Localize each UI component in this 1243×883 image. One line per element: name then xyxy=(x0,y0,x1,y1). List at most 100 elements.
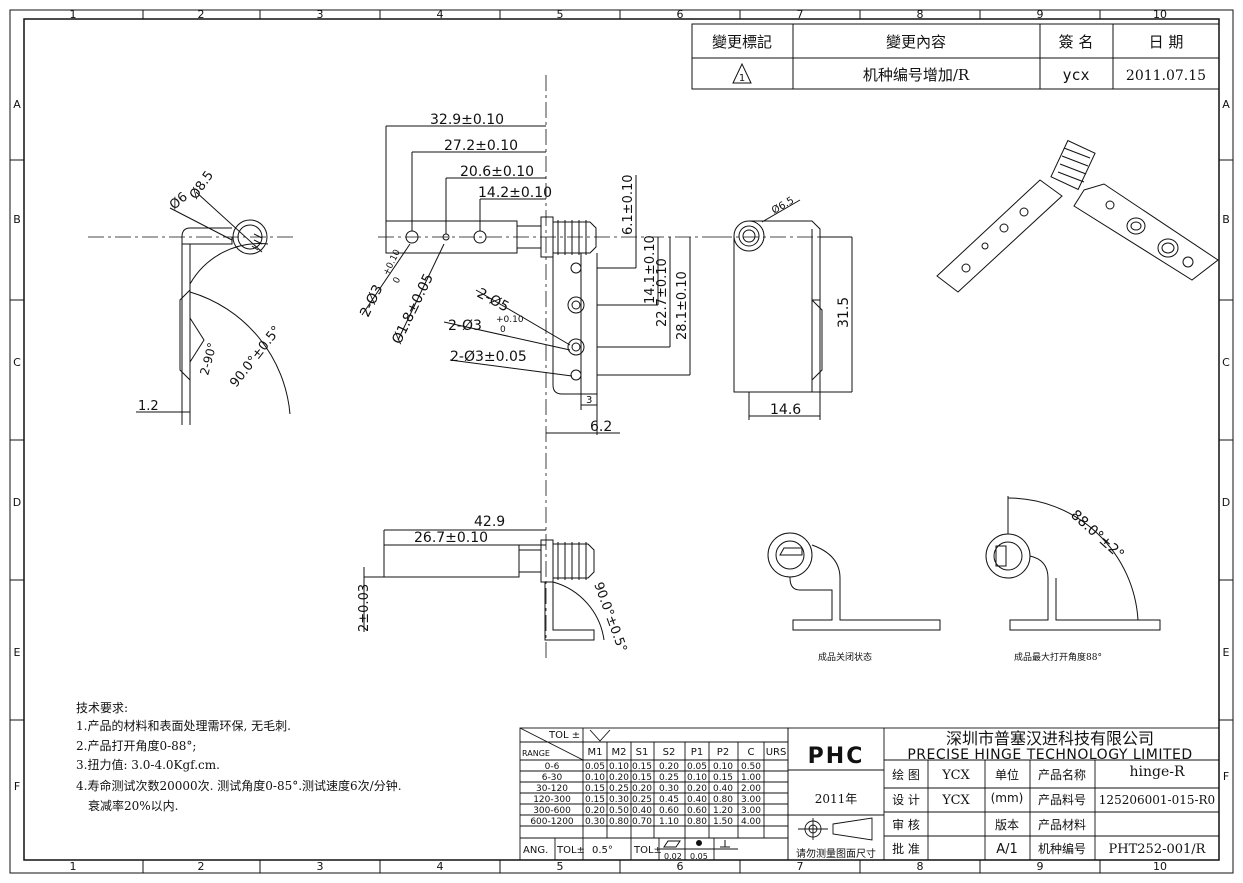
drawing-year: 2011年 xyxy=(815,792,858,806)
tol-col-5: P2 xyxy=(717,747,729,758)
closed-state-view xyxy=(767,532,941,631)
tol-range-5: 600-1200 xyxy=(530,817,574,827)
notes-title: 技术要求: xyxy=(76,701,128,715)
dim-2-phi3b: 2-Ø3 xyxy=(448,318,482,334)
pivot-outer-circle xyxy=(232,219,268,255)
tol-cell-4-2: 0.40 xyxy=(632,806,652,816)
rev-header-date: 日 期 xyxy=(1149,33,1184,51)
tol-cell-1-4: 0.10 xyxy=(687,773,707,783)
tol-col-2: S1 xyxy=(636,747,649,758)
tol-cell-5-2: 0.70 xyxy=(632,817,652,827)
unit-label: 单位 xyxy=(995,767,1019,782)
row-label-C: C xyxy=(13,356,21,369)
dim-2-phi3b-tol-up: +0.10 xyxy=(496,315,524,325)
tol2-label: TOL± xyxy=(633,845,662,856)
tol-cell-5-4: 0.80 xyxy=(687,817,707,827)
title-block xyxy=(787,727,1220,861)
dim-31-5: 31.5 xyxy=(836,297,852,328)
material-label: 产品材料 xyxy=(1038,818,1086,832)
company-en: PRECISE HINGE TECHNOLOGY LIMITED xyxy=(907,747,1192,763)
tol-col-1: M2 xyxy=(612,747,627,758)
row-label-C-right: C xyxy=(1222,356,1230,369)
name-label: 产品名称 xyxy=(1038,767,1086,782)
rev-mark-number: 1 xyxy=(739,73,745,84)
dim-32-9: 32.9±0.10 xyxy=(430,112,504,128)
dim-14-6: 14.6 xyxy=(770,402,801,418)
dim-3: 3 xyxy=(586,395,592,406)
version-label: 版本 xyxy=(995,818,1019,832)
dim-14-1: 14.1±0.10 xyxy=(643,235,658,304)
col-label-4-bottom: 4 xyxy=(437,860,444,873)
tol-col-6: C xyxy=(748,747,755,758)
tol-range-3: 120-300 xyxy=(533,795,571,805)
tol-cell-5-5: 1.50 xyxy=(713,817,733,827)
dim-88-0: 88.0°±2° xyxy=(1067,507,1127,563)
company-cn: 深圳市普塞汉进科技有限公司 xyxy=(946,729,1154,748)
tol-cell-2-3: 0.30 xyxy=(659,784,679,794)
row-label-E: E xyxy=(14,646,21,659)
side-view-right xyxy=(733,199,853,420)
caption-open: 成品最大打开角度88° xyxy=(1014,651,1102,663)
tol-cell-0-2: 0.15 xyxy=(632,762,652,772)
col-label-6-bottom: 6 xyxy=(677,860,684,873)
tol-cell-3-5: 0.80 xyxy=(713,795,733,805)
dim-phi6-5: Ø6.5 xyxy=(770,194,797,216)
tol-cell-2-4: 0.20 xyxy=(687,784,707,794)
tol-range-2: 30-120 xyxy=(536,784,568,794)
tol-cell-4-3: 0.60 xyxy=(659,806,679,816)
rev-header-content: 變更內容 xyxy=(886,33,946,51)
tol-cell-2-6: 2.00 xyxy=(741,784,761,794)
no-measure-note: 请勿测量图面尺寸 xyxy=(796,847,876,860)
col-label-10: 10 xyxy=(1153,8,1167,21)
dim-42-9: 42.9 xyxy=(474,514,505,530)
perpendicularity-icon xyxy=(720,840,730,848)
tol-cell-2-0: 0.15 xyxy=(585,784,605,794)
dim-6-2: 6.2 xyxy=(590,419,612,435)
row-label-D-right: D xyxy=(1222,496,1230,509)
tol-cell-1-2: 0.15 xyxy=(632,773,652,783)
tol-cell-3-0: 0.15 xyxy=(585,795,605,805)
tol-range-4: 300-600 xyxy=(533,806,571,816)
col-label-1-bottom: 1 xyxy=(70,860,77,873)
tol-cell-5-1: 0.80 xyxy=(609,817,629,827)
tol-cell-4-0: 0.20 xyxy=(585,806,605,816)
dim-2-003: 2±0.03 xyxy=(357,584,372,632)
company-logo: PHC xyxy=(808,744,865,769)
dim-27-2: 27.2±0.10 xyxy=(444,138,518,154)
position-icon xyxy=(696,840,702,846)
col-label-7: 7 xyxy=(797,8,804,21)
product-name: hinge-R xyxy=(1129,764,1184,780)
ang-label: ANG. xyxy=(523,845,548,856)
tol-cell-3-2: 0.25 xyxy=(632,795,652,805)
row-label-B: B xyxy=(13,213,21,226)
outer-frame xyxy=(9,9,1234,874)
dim-2-phi5: 2-Ø5 xyxy=(474,285,511,315)
tol-col-7: URS xyxy=(766,747,787,758)
rev-content: 机种编号增加/R xyxy=(863,66,970,84)
row-label-F: F xyxy=(14,780,20,793)
tol-range-0: 0-6 xyxy=(545,762,560,772)
ang-tol-label: TOL± xyxy=(556,845,585,856)
tol-cell-3-3: 0.45 xyxy=(659,795,679,805)
row-label-A-right: A xyxy=(1222,98,1230,111)
col-label-8: 8 xyxy=(917,8,924,21)
dim-2-phi3b-tol-low: 0 xyxy=(500,325,506,335)
tol-cell-5-3: 1.10 xyxy=(659,817,679,827)
tol-col-3: S2 xyxy=(663,747,676,758)
tol-cell-4-6: 3.00 xyxy=(741,806,761,816)
row-label-A: A xyxy=(13,98,21,111)
dim-20-6: 20.6±0.10 xyxy=(460,164,534,180)
dim-28-1: 28.1±0.10 xyxy=(675,271,690,340)
column-ticks xyxy=(142,10,1101,873)
tol-cell-2-1: 0.25 xyxy=(609,784,629,794)
revision-triangle-icon xyxy=(732,62,752,84)
dim-2-phi3-005: 2-Ø3±0.05 xyxy=(450,349,527,365)
notes-line-3: 3.扭力值: 3.0-4.0Kgf.cm. xyxy=(76,757,220,772)
front-view xyxy=(361,125,691,435)
tol-cell-5-6: 4.00 xyxy=(741,817,761,827)
tol-cell-0-3: 0.20 xyxy=(659,762,679,772)
tol-cell-1-3: 0.25 xyxy=(659,773,679,783)
tol-cell-1-6: 1.00 xyxy=(741,773,761,783)
dim-6-1: 6.1±0.10 xyxy=(621,174,636,235)
